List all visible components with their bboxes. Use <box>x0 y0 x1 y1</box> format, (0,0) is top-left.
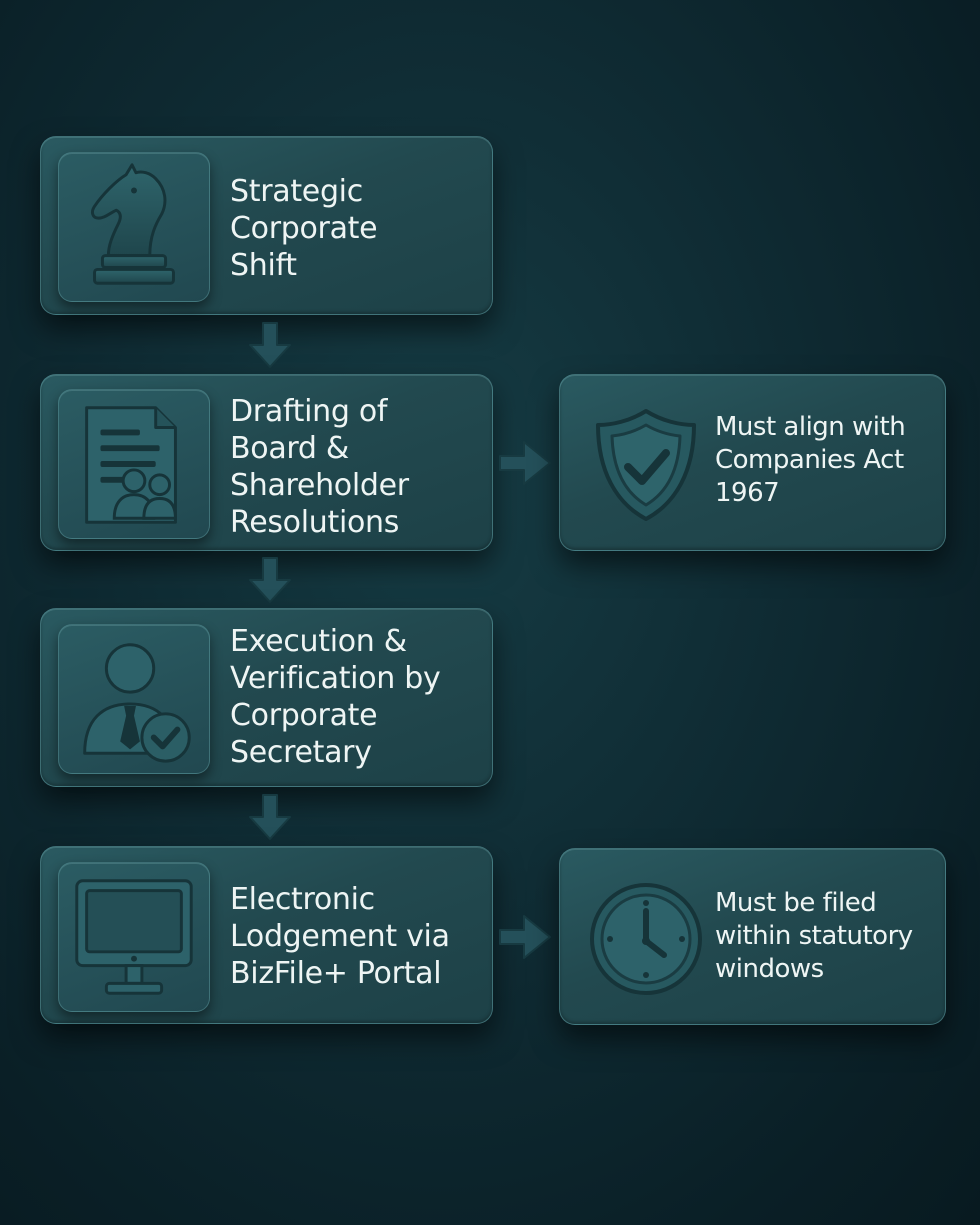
step-3-icon-tile <box>58 624 210 774</box>
step-card-drafting-resolutions: Drafting of Board & Shareholder Resoluti… <box>40 374 493 551</box>
shield-check-icon <box>590 405 702 525</box>
step-4-icon-tile <box>58 862 210 1012</box>
step-card-execution-verification: Execution & Verification by Corporate Se… <box>40 608 493 787</box>
clock-icon <box>588 881 704 997</box>
step-card-electronic-lodgement: Electronic Lodgement via BizFile+ Portal <box>40 846 493 1024</box>
step-2-label: Drafting of Board & Shareholder Resoluti… <box>230 394 409 540</box>
step-3-label: Execution & Verification by Corporate Se… <box>230 624 441 770</box>
arrow-down-2 <box>246 556 294 606</box>
note-card-statutory-windows: Must be filed within statutory windows <box>559 848 946 1025</box>
note-1-label: Must align with Companies Act 1967 <box>715 412 906 508</box>
arrow-right-1 <box>498 438 554 488</box>
step-1-icon-tile <box>58 152 210 302</box>
step-card-strategic-shift: Strategic Corporate Shift <box>40 136 493 315</box>
note-2-label: Must be filed within statutory windows <box>715 888 913 984</box>
arrow-down-3 <box>246 793 294 843</box>
step-1-label: Strategic Corporate Shift <box>230 174 378 283</box>
step-4-label: Electronic Lodgement via BizFile+ Portal <box>230 882 450 991</box>
arrow-right-2 <box>498 912 554 962</box>
step-2-icon-tile <box>58 389 210 539</box>
arrow-down-1 <box>246 321 294 371</box>
note-card-companies-act: Must align with Companies Act 1967 <box>559 374 946 551</box>
